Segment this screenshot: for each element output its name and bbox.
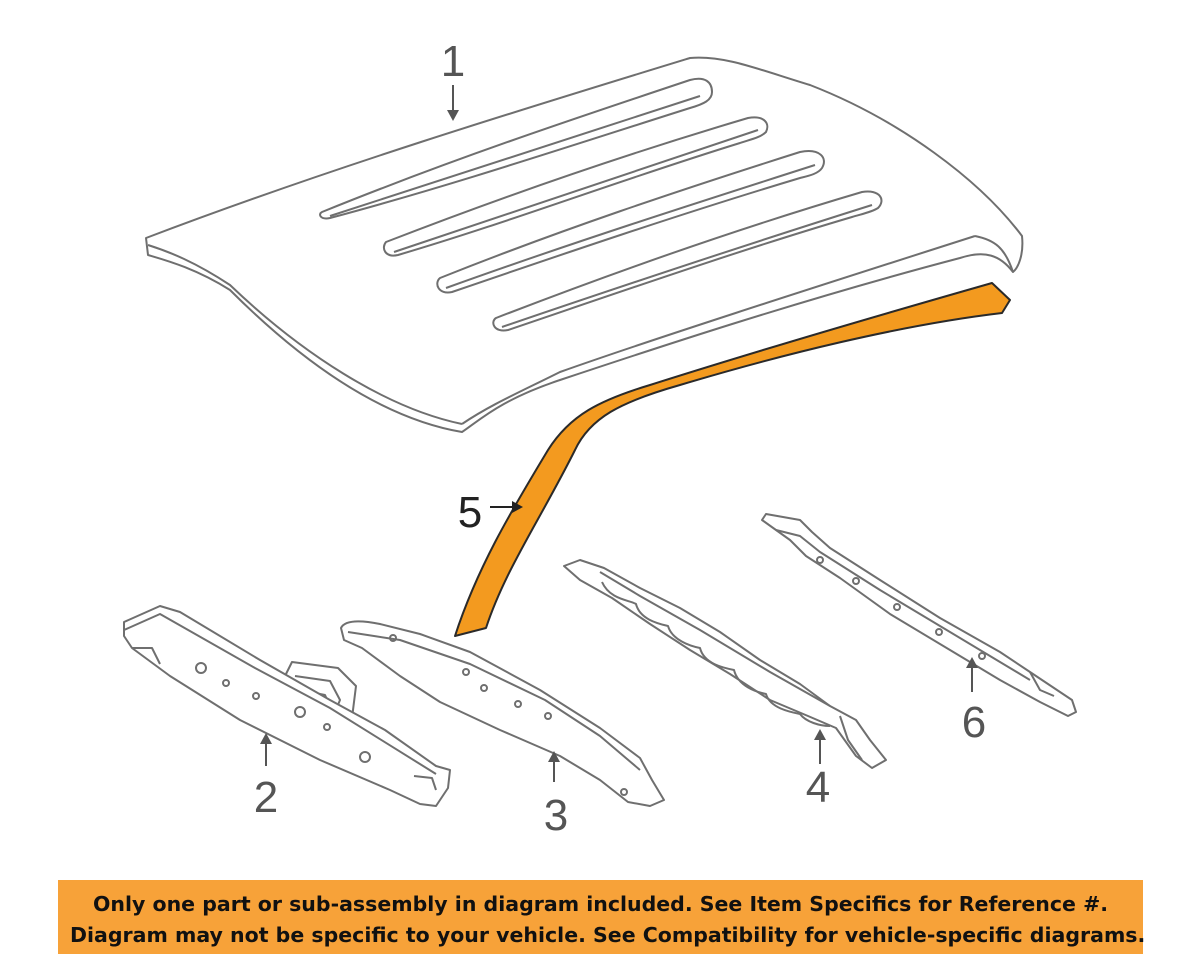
roof-bow-a <box>340 620 665 807</box>
roof-panel <box>145 56 1024 433</box>
callout-leader-5 <box>490 501 523 513</box>
callout-1: 1 <box>441 37 465 86</box>
callout-6: 6 <box>962 698 986 747</box>
disclaimer-banner: Only one part or sub-assembly in diagram… <box>58 880 1146 954</box>
front-header <box>123 605 451 807</box>
callout-4: 4 <box>806 763 830 812</box>
side-rail-highlighted <box>454 282 1011 637</box>
callout-5: 5 <box>458 488 482 537</box>
callout-3: 3 <box>544 791 568 840</box>
disclaimer-line-1: Only one part or sub-assembly in diagram… <box>92 892 1109 916</box>
disclaimer-line-2: Diagram may not be specific to your vehi… <box>70 923 1146 947</box>
callout-2: 2 <box>254 773 278 822</box>
parts-diagram: 1 2 3 4 5 6 <box>123 37 1077 840</box>
roof-bow-b <box>563 559 887 769</box>
callout-leaders <box>260 85 978 782</box>
rear-header <box>761 513 1077 717</box>
